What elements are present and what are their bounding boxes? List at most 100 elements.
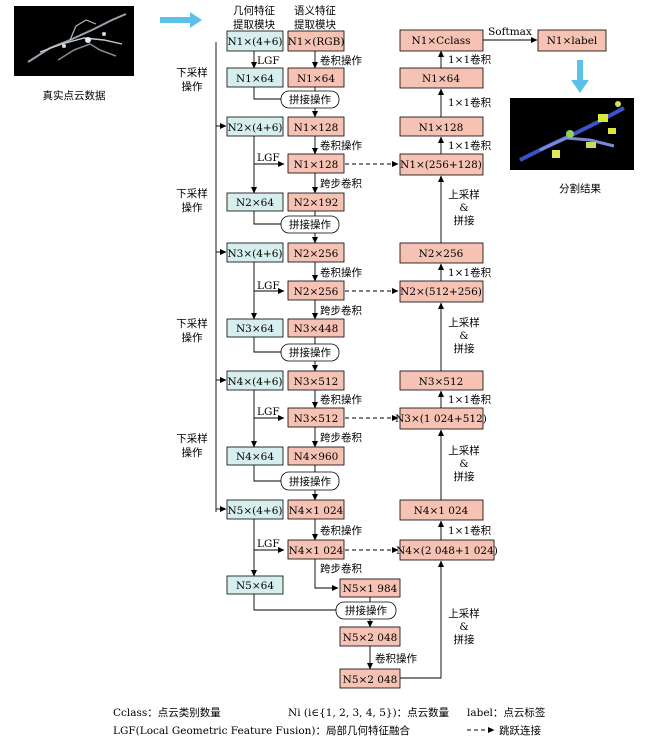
conv1x1-label-3: 1×1卷积: [448, 139, 492, 152]
box-g3b: N3×64: [236, 323, 274, 335]
box-d2: N1×128: [419, 122, 464, 134]
legend-label: label：点云标签: [467, 706, 546, 719]
lgf-label-3: LGF: [257, 280, 280, 292]
concat-pills: 拼接操作 拼接操作 拼接操作 拼接操作 拼接操作: [280, 90, 397, 620]
concat-5: 拼接操作: [345, 604, 387, 617]
concat-3: 拼接操作: [289, 346, 331, 359]
upsample-2a: 上采样: [448, 316, 480, 329]
box-s6: N2×256: [294, 248, 339, 260]
lgf-label-2: LGF: [257, 152, 280, 164]
box-g4: N4×(4+6): [227, 376, 282, 388]
sem-header-line2: 提取模块: [294, 19, 336, 31]
legend-lgf: LGF(Local Geometric Feature Fusion)：局部几何…: [113, 724, 410, 737]
box-s15: N5×2 048: [343, 632, 398, 644]
legend-ni: Ni (i∈{1, 2, 3, 4, 5})：点云数量: [288, 706, 450, 719]
output-caption: 分割结果: [559, 182, 601, 195]
legend-skip: 跳跃连接: [499, 724, 541, 737]
box-d8: N4×1 024: [414, 505, 469, 517]
box-d6: N3×512: [419, 376, 464, 388]
conv-label-2: 卷积操作: [320, 139, 362, 152]
upsample-1b: &: [459, 202, 468, 214]
decoder-boxes: N1×Cclass N1×64 N1×128 N1×(256+128) N2×2…: [395, 29, 607, 561]
sem-header-line1: 语义特征: [294, 5, 336, 17]
downsample-3a: 下采样: [176, 317, 208, 330]
box-s10: N3×512: [294, 413, 339, 425]
box-s12: N4×1 024: [289, 505, 344, 517]
upsample-2c: 拼接: [454, 342, 475, 355]
upsample-1a: 上采样: [448, 188, 480, 201]
box-s8: N3×448: [294, 323, 339, 335]
box-d4: N2×256: [419, 248, 464, 260]
stride-label-3: 跨步卷积: [320, 431, 362, 444]
downsample-4a: 下采样: [176, 432, 208, 445]
conv1x1-label-2: 1×1卷积: [448, 96, 492, 109]
sem-module-header: 语义特征 提取模块: [294, 5, 336, 31]
box-s13: N4×1 024: [289, 545, 344, 557]
lgf-label-4: LGF: [257, 406, 280, 418]
lgf-label-1: LGF: [257, 55, 280, 67]
conv-label-6: 卷积操作: [375, 652, 417, 665]
geo-boxes: N1×(4+6) N1×64 N2×(4+6) N2×64 N3×(4+6) N…: [226, 30, 284, 595]
box-g5: N5×(4+6): [227, 505, 282, 517]
connections: [215, 37, 538, 679]
box-d3: N1×(256+128): [400, 159, 482, 171]
box-s7: N2×256: [294, 286, 339, 298]
blue-arrow-down-icon: [571, 60, 589, 93]
upsample-4b: &: [459, 621, 468, 633]
concat-4: 拼接操作: [289, 475, 331, 488]
box-s5: N2×192: [294, 197, 339, 209]
input-caption: 真实点云数据: [43, 89, 106, 102]
downsample-1b: 操作: [182, 80, 203, 93]
box-d5: N2×(512+256): [400, 286, 482, 298]
box-d0: N1×Cclass: [412, 35, 471, 47]
downsample-2a: 下采样: [176, 187, 208, 200]
upsample-4a: 上采样: [448, 607, 480, 620]
upsample-3a: 上采样: [448, 444, 480, 457]
box-out: N1×label: [547, 35, 598, 47]
conv-label-5: 卷积操作: [320, 524, 362, 537]
box-g2b: N2×64: [236, 197, 274, 209]
blue-arrow-right-icon: [160, 12, 202, 28]
geo-header-line1: 几何特征: [233, 4, 275, 17]
conv1x1-label-1: 1×1卷积: [448, 53, 492, 66]
box-g3: N3×(4+6): [227, 248, 282, 260]
stride-label-2: 跨步卷积: [320, 304, 362, 317]
box-g5b: N5×64: [236, 580, 274, 592]
box-s9: N3×512: [294, 376, 339, 388]
box-g4b: N4×64: [236, 451, 274, 463]
box-d7: N3×(1 024+512): [395, 413, 487, 425]
conv-label-3: 卷积操作: [320, 266, 362, 279]
upsample-3b: &: [459, 458, 468, 470]
segmentation-result-image: [510, 98, 634, 170]
box-d9: N4×(2 048+1 024): [396, 545, 498, 557]
downsample-2b: 操作: [182, 201, 203, 214]
box-s2: N1×64: [297, 73, 335, 85]
conv-label-1: 卷积操作: [320, 54, 362, 67]
sem-boxes: N1×(RGB) N1×64 N1×128 N1×128 N2×192 N2×2…: [288, 30, 401, 689]
upsample-1c: 拼接: [454, 214, 475, 227]
box-g1: N1×(4+6): [227, 36, 282, 48]
concat-1: 拼接操作: [289, 93, 331, 106]
downsample-4b: 操作: [182, 446, 203, 459]
softmax-label: Softmax: [488, 26, 532, 38]
concat-2: 拼接操作: [289, 218, 331, 231]
box-s16: N5×2 048: [343, 674, 398, 686]
box-d1: N1×64: [422, 73, 460, 85]
input-point-cloud-image: [14, 6, 134, 76]
conv1x1-label-6: 1×1卷积: [448, 524, 492, 537]
box-g1b: N1×64: [236, 73, 274, 85]
legend: Cclass：点云类别数量 Ni (i∈{1, 2, 3, 4, 5})：点云数…: [113, 706, 546, 737]
upsample-3c: 拼接: [454, 470, 475, 483]
upsample-4c: 拼接: [454, 633, 475, 646]
lgf-label-5: LGF: [257, 538, 280, 550]
box-s4: N1×128: [294, 159, 339, 171]
box-s3: N1×128: [294, 122, 339, 134]
geo-module-header: 几何特征 提取模块: [233, 4, 275, 31]
box-g2: N2×(4+6): [227, 122, 282, 134]
conv1x1-label-5: 1×1卷积: [448, 393, 492, 406]
operation-labels: LGF LGF LGF LGF LGF 卷积操作 卷积操作 卷积操作 卷积操作 …: [176, 26, 532, 665]
downsample-1a: 下采样: [176, 66, 208, 79]
geo-header-line2: 提取模块: [233, 19, 275, 31]
stride-label-4: 跨步卷积: [320, 562, 362, 575]
